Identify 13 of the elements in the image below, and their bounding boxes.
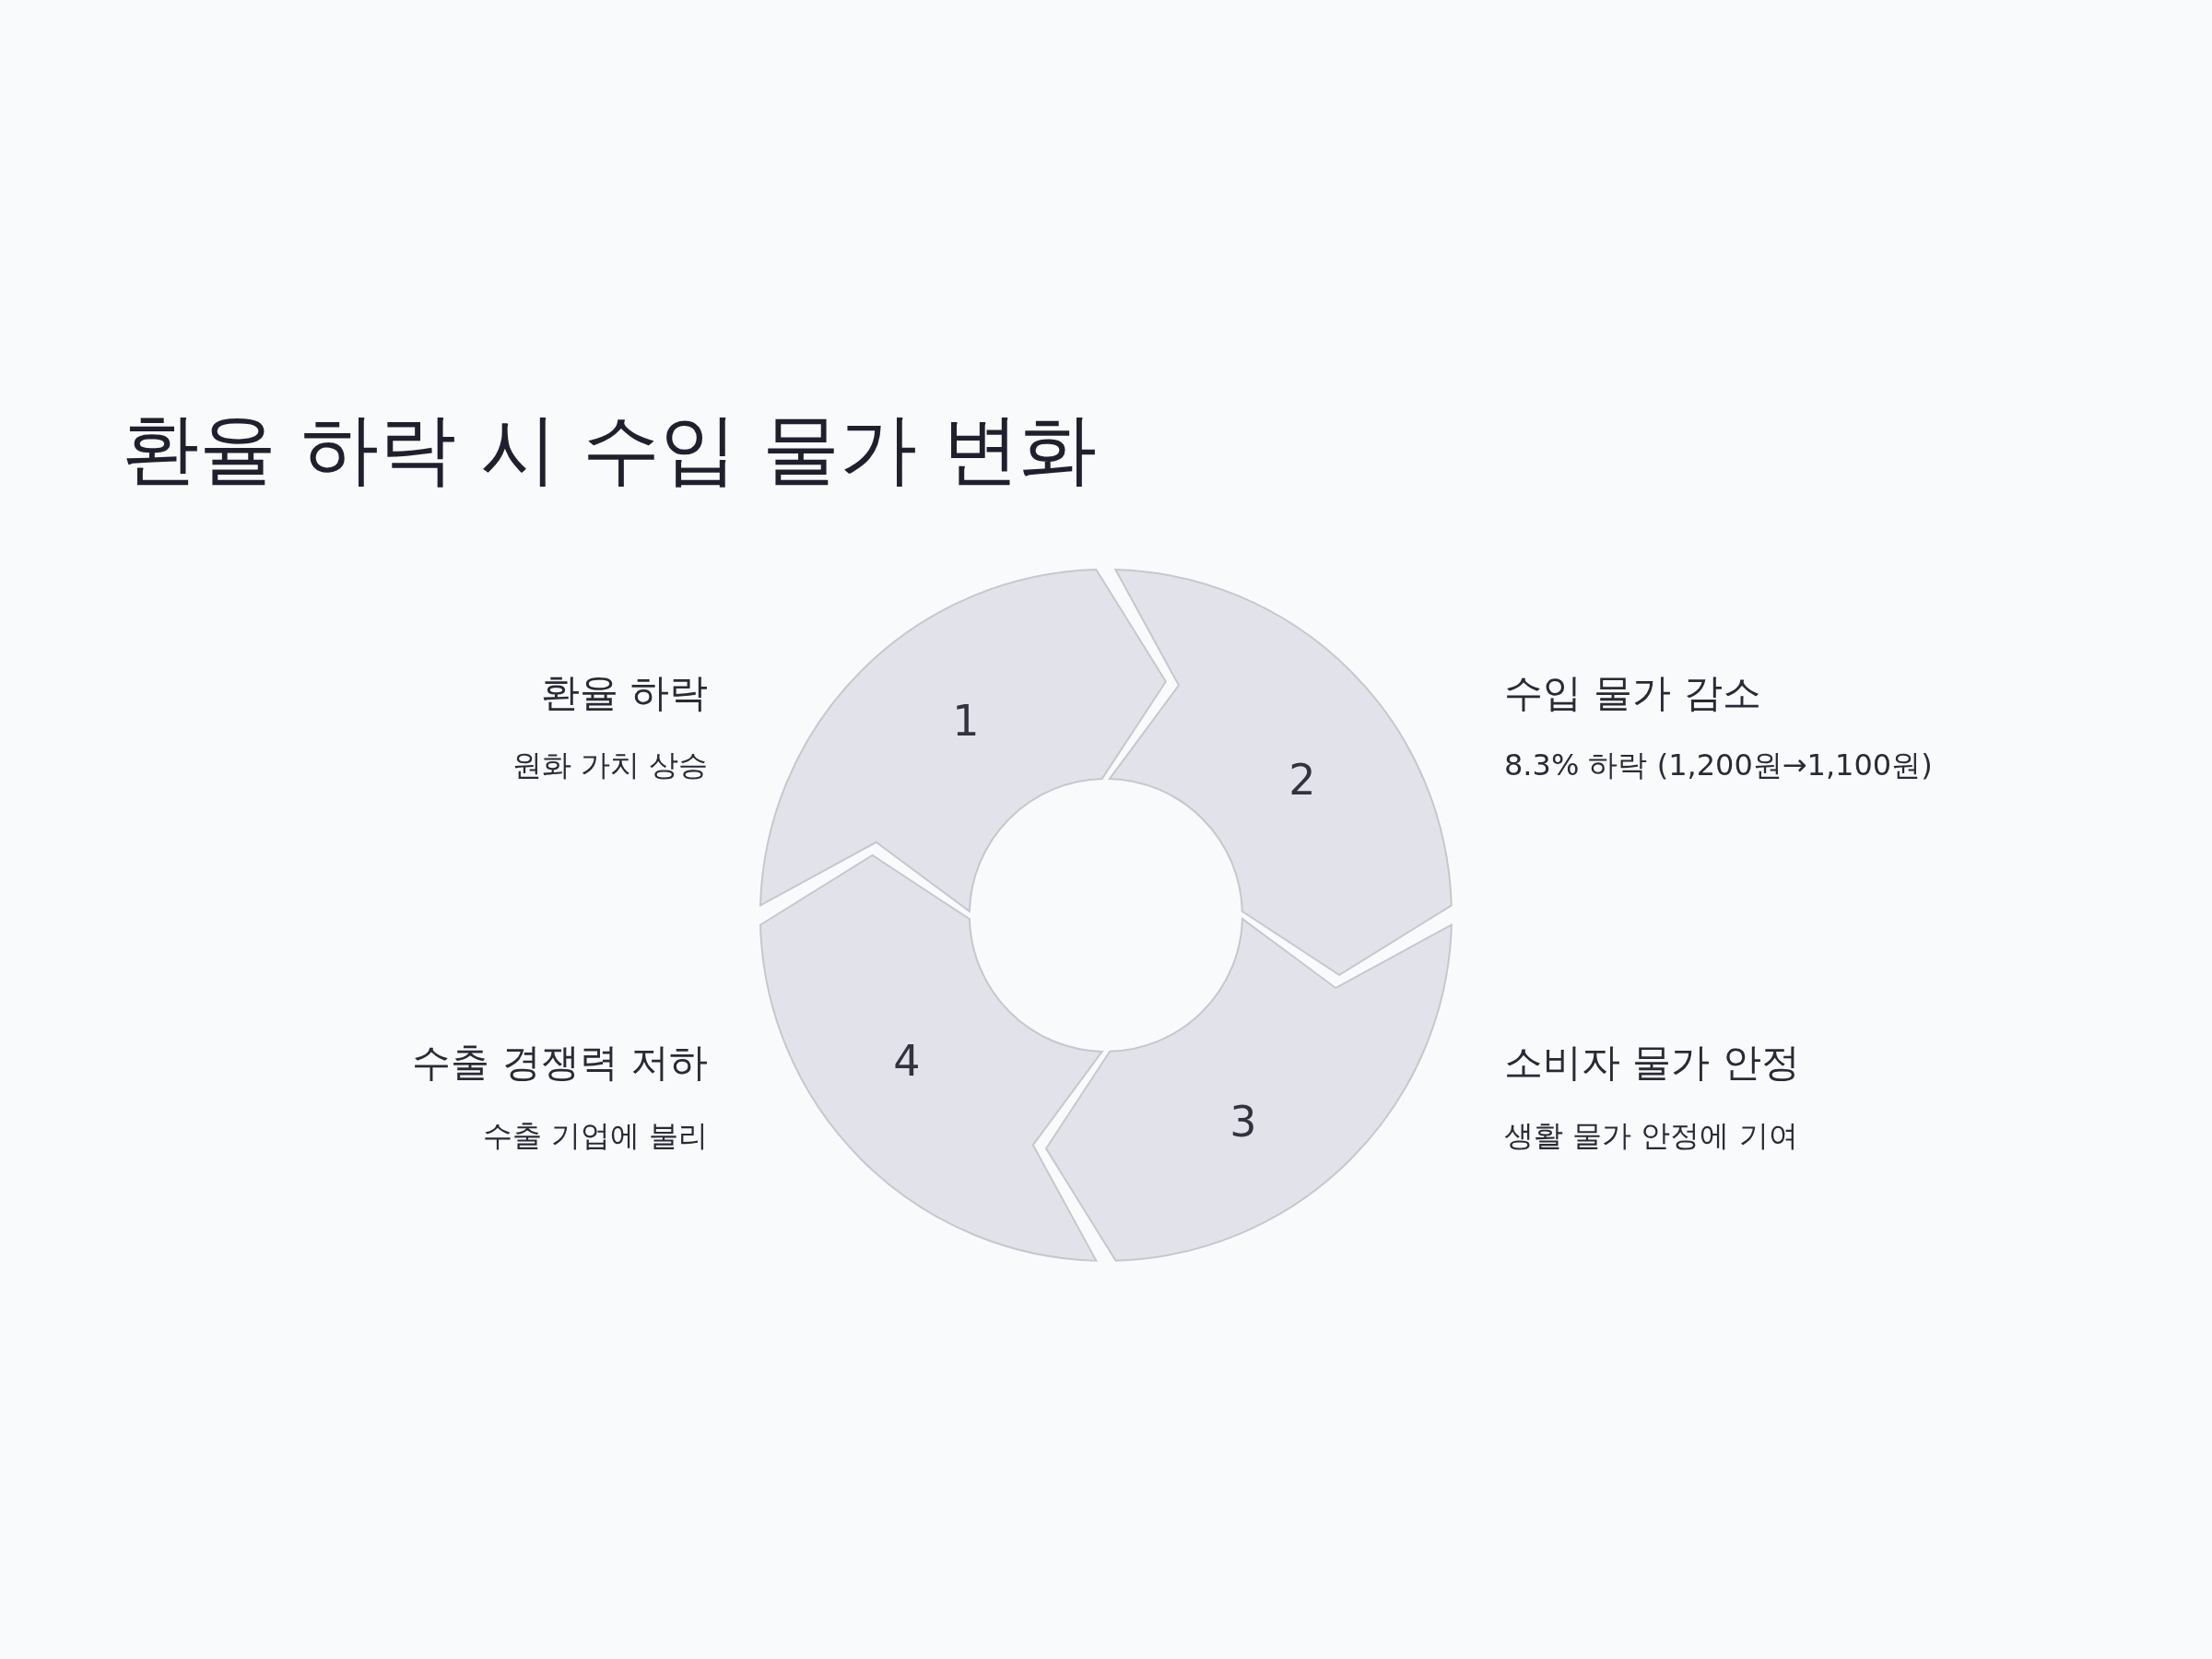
step-description: 수출 기업에 불리 bbox=[482, 1117, 708, 1155]
step-heading: 수출 경쟁력 저하 bbox=[412, 1039, 708, 1087]
step-heading: 소비자 물가 안정 bbox=[1504, 1039, 1800, 1087]
step-number: 1 bbox=[952, 695, 980, 747]
step-number: 2 bbox=[1288, 754, 1316, 806]
step-description: 원화 가치 상승 bbox=[512, 747, 708, 784]
step-number: 4 bbox=[893, 1035, 921, 1087]
step-heading: 환율 하락 bbox=[540, 669, 708, 717]
step-description: 8.3% 하락 (1,200원→1,100원) bbox=[1504, 747, 1933, 784]
title: 환율 하락 시 수입 물가 변화 bbox=[122, 403, 1097, 496]
step-description: 생활 물가 안정에 기여 bbox=[1504, 1117, 1798, 1155]
step-number: 3 bbox=[1230, 1096, 1257, 1147]
step-heading: 수입 물가 감소 bbox=[1504, 669, 1761, 717]
